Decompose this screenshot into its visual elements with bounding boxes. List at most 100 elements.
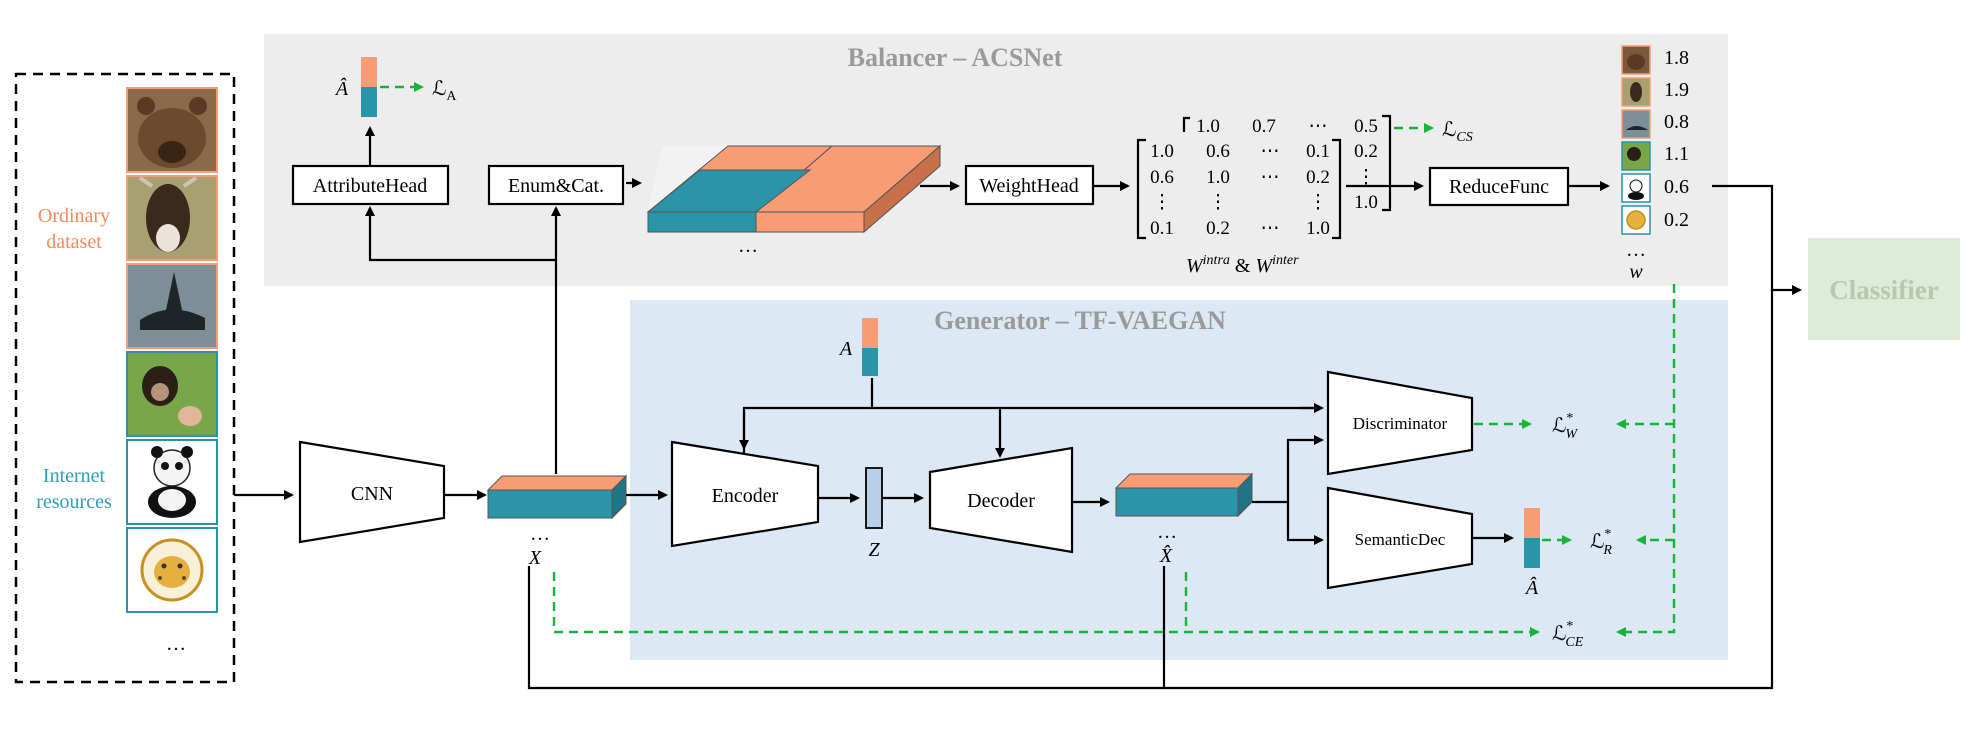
- dataset-ellipsis: …: [166, 633, 186, 655]
- ahat-bottom-symbol: Â: [1524, 576, 1539, 599]
- matrix-intra-r0c2: ⋯: [1261, 141, 1280, 162]
- matrix-inter-r3c3: 1.0: [1354, 192, 1378, 213]
- matrix-inter-r1c3: 0.2: [1354, 141, 1378, 162]
- feature-block-xhat: [1114, 472, 1254, 518]
- line-x-classifier: [527, 290, 1774, 690]
- matrix-intra-r1c3: 0.2: [1306, 167, 1330, 188]
- matrix-inter-r0c2: ⋯: [1309, 116, 1328, 137]
- reduce-func-block: [1428, 166, 1570, 207]
- ahat-top-teal: [361, 87, 377, 117]
- ahat-bottom-orange: [1524, 508, 1540, 538]
- matrix-inter-r2c3: ⋮: [1357, 167, 1376, 188]
- ahat-bottom-teal: [1524, 538, 1540, 568]
- arrow-w-lce: [1616, 284, 1676, 637]
- matrix-intra-r0c1: 0.6: [1206, 141, 1230, 162]
- matrix-intra-bracket-right: [1332, 138, 1342, 240]
- matrix-caption: Wintra & Winter: [1186, 253, 1299, 277]
- panda-image: [126, 439, 218, 525]
- matrix-intra-bracket-left: [1136, 138, 1146, 240]
- matrix-intra-r1c2: ⋯: [1261, 167, 1280, 188]
- decoder-block: [928, 446, 1074, 554]
- leopard-image: [126, 527, 218, 613]
- xhat-symbol: X̂: [1159, 544, 1173, 567]
- matrix-intra-r1c1: 1.0: [1206, 167, 1230, 188]
- x-ellipsis: …: [530, 523, 550, 545]
- arrow-x-attributehead: [365, 206, 556, 262]
- enum-cat-label: Enum&Cat.: [508, 175, 604, 197]
- w-symbol: w: [1629, 261, 1643, 283]
- weight-2: 0.8: [1664, 111, 1689, 133]
- z-symbol: Z: [868, 539, 880, 561]
- weight-thumb-chimpanzee: [1621, 141, 1651, 171]
- matrix-intra-r3c0: 0.1: [1150, 218, 1174, 239]
- cnn-label: CNN: [351, 483, 393, 505]
- matrix-intra-r3c2: ⋯: [1261, 218, 1280, 239]
- z-latent: [865, 467, 883, 529]
- weight-3: 1.1: [1664, 143, 1689, 165]
- weight-thumb-panda: [1621, 173, 1651, 203]
- orca-image: [126, 263, 218, 349]
- ahat-top-symbol: Â: [334, 77, 349, 100]
- discriminator-label: Discriminator: [1353, 414, 1448, 433]
- weight-thumb-goat: [1621, 77, 1651, 107]
- matrix-intra-r2c3: ⋮: [1309, 192, 1328, 213]
- matrix-intra-r3c1: 0.2: [1206, 218, 1230, 239]
- loss-cs: ℒCS: [1442, 119, 1473, 145]
- weight-0: 1.8: [1664, 47, 1689, 69]
- matrix-inter-bracket-left: [1182, 116, 1190, 132]
- weight-thumb-bear: [1621, 45, 1651, 75]
- matrix-inter-r0c0: 1.0: [1196, 116, 1220, 137]
- attribute-head-label: AttributeHead: [313, 175, 427, 197]
- attribute-head-block: [291, 164, 450, 206]
- paired-ellipsis: …: [738, 235, 758, 257]
- cnn-block: [298, 440, 446, 544]
- decoder-label: Decoder: [967, 490, 1035, 512]
- weight-head-label: WeightHead: [979, 175, 1078, 197]
- matrix-intra-r0c0: 1.0: [1150, 141, 1174, 162]
- arrow-x-lce: [552, 572, 1540, 637]
- encoder-block: [670, 440, 820, 548]
- matrix-intra-r3c3: 1.0: [1306, 218, 1330, 239]
- balancer-panel: [264, 34, 1728, 286]
- arrow-xhat-semanticdec: [1286, 502, 1324, 545]
- x-symbol: X: [528, 547, 542, 569]
- generator-title: Generator – TF-VAEGAN: [934, 306, 1226, 335]
- classifier-label: Classifier: [1829, 275, 1938, 305]
- weight-head-block: [964, 164, 1095, 206]
- paired-feature-block: [646, 144, 942, 234]
- balancer-title: Balancer – ACSNet: [848, 43, 1063, 72]
- bear-image: [126, 87, 218, 173]
- loss-r: ℒ*R: [1590, 527, 1612, 558]
- goat-image: [126, 175, 218, 261]
- weight-5: 0.2: [1664, 209, 1689, 231]
- xhat-ellipsis: …: [1157, 521, 1177, 543]
- ordinary-label-line1: Ordinary: [38, 205, 110, 227]
- discriminator-block: [1326, 370, 1474, 476]
- ordinary-label-line2: dataset: [46, 231, 102, 253]
- matrix-intra-r0c3: 0.1: [1306, 141, 1330, 162]
- feature-block-x: [486, 474, 628, 520]
- semantic-dec-label: SemanticDec: [1355, 530, 1446, 549]
- weight-thumb-orca: [1621, 109, 1651, 139]
- ahat-top-orange: [361, 57, 377, 87]
- classifier-panel: [1808, 238, 1960, 340]
- reduce-func-label: ReduceFunc: [1449, 176, 1549, 198]
- loss-w: ℒ*W: [1552, 411, 1578, 442]
- arrow-weights-classifier: [1712, 184, 1802, 295]
- a-symbol: A: [838, 338, 853, 360]
- chimpanzee-image: [126, 351, 218, 437]
- loss-ce: ℒ*CE: [1552, 619, 1584, 650]
- semantic-dec-block: [1326, 486, 1474, 590]
- loss-a: ℒA: [432, 78, 457, 104]
- enum-cat-block: [487, 164, 625, 206]
- matrix-inter-bracket-right: [1382, 114, 1392, 212]
- weights-ellipsis: …: [1626, 239, 1646, 261]
- weight-thumb-leopard: [1621, 205, 1651, 235]
- weight-1: 1.9: [1664, 79, 1689, 101]
- arrow-xhat-discriminator: [1286, 435, 1324, 502]
- a-teal: [862, 348, 878, 376]
- a-orange: [862, 318, 878, 348]
- matrix-inter-r0c3: 0.5: [1354, 116, 1378, 137]
